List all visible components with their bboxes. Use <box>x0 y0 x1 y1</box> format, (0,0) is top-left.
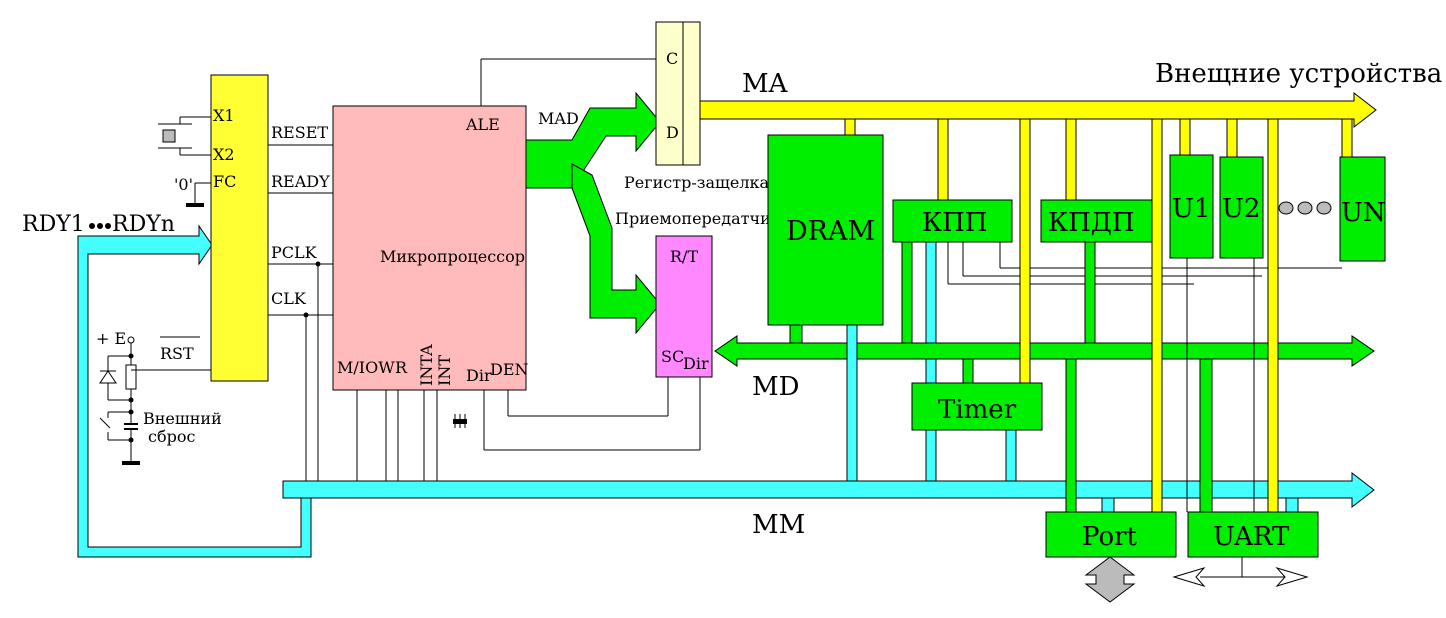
un-label: UN <box>1341 198 1386 228</box>
cpu-r-label: R <box>395 358 408 377</box>
ready-label: READY <box>271 172 330 191</box>
cpu-miow-label: M/IOW <box>337 358 395 377</box>
ext-reset-label-2: сброс <box>148 427 195 446</box>
uart-serial-arrows <box>1172 557 1309 587</box>
reset-junction-1 <box>128 353 134 359</box>
dram-label: DRAM <box>786 216 875 247</box>
u1-block <box>1169 154 1214 259</box>
kpdp-block <box>1040 199 1153 243</box>
crystal-icon <box>158 116 211 156</box>
port-block <box>1045 511 1177 558</box>
rdy-dots-icon <box>89 223 111 229</box>
clk-label: CLK <box>271 289 307 308</box>
device-interconnect-lines <box>947 242 1342 512</box>
cpu-ale-label: ALE <box>465 115 500 134</box>
rdy-feedback-path <box>77 224 312 558</box>
port-label: Port <box>1082 522 1138 552</box>
cpu-control-lines <box>356 58 701 481</box>
mad-bus <box>525 91 661 335</box>
transceiver-rt-label: R/T <box>670 247 698 266</box>
clock-generator-block <box>210 74 269 382</box>
cpu-block <box>332 105 527 391</box>
pclk-label: PCLK <box>271 243 318 262</box>
clock-x2-label: X2 <box>213 145 235 164</box>
cpu-int-label: INT <box>435 355 454 386</box>
md-stubs <box>789 241 1213 513</box>
kpp-block <box>892 199 1013 243</box>
reset-junction-2 <box>128 397 134 403</box>
fc-ground-icon <box>186 182 211 207</box>
clock-fc-label: FC <box>213 172 236 191</box>
mad-label: MAD <box>538 109 579 128</box>
pclk-junction <box>315 261 321 267</box>
kpdp-label: КПДП <box>1048 208 1135 238</box>
latch-block <box>655 21 701 166</box>
rdyn-label: RDYn <box>112 212 175 237</box>
external-devices-label: Внещние устройства <box>1155 59 1442 89</box>
uart-label: UART <box>1213 522 1290 552</box>
mm-label: MM <box>752 510 805 540</box>
reset-junction-3 <box>128 409 134 415</box>
transceiver-label: Приемопередатчик <box>615 209 781 228</box>
cpu-label: Микропроцессор <box>380 247 525 266</box>
md-label: MD <box>752 372 799 402</box>
ma-label: MA <box>742 69 789 99</box>
kpp-label: КПП <box>922 208 987 238</box>
transceiver-dir-label: Dir <box>683 354 709 373</box>
ma-bus-arrow <box>699 91 1377 129</box>
cpu-den-label: DEN <box>490 360 529 379</box>
ma-stubs <box>844 118 1353 513</box>
latch-c-label: C <box>666 49 678 68</box>
cpu-inta-label: INTA <box>417 344 436 386</box>
reset-circuit-icon <box>99 336 211 462</box>
timer-block <box>911 382 1043 431</box>
reset-label: RESET <box>271 123 328 142</box>
latch-label: Регистр-защелка <box>624 173 770 192</box>
u1-label: U1 <box>1172 194 1210 224</box>
cpu-dir-label: Dir <box>466 366 492 385</box>
clock-to-cpu-lines <box>268 144 333 481</box>
transceiver-block <box>655 235 713 378</box>
mm-bus-arrow <box>282 471 1375 509</box>
ext-reset-label-1: Внешний <box>143 409 222 428</box>
clock-x1-label: X1 <box>213 106 235 125</box>
rst-label: RST <box>160 344 194 363</box>
reset-junction-4 <box>128 437 134 443</box>
more-devices-dots-icon <box>1278 201 1332 215</box>
u2-label: U2 <box>1222 194 1260 224</box>
un-block <box>1339 156 1386 262</box>
u2-block <box>1219 156 1264 259</box>
dram-block <box>767 134 884 326</box>
jumper-lines <box>454 414 466 428</box>
timer-label: Timer <box>938 395 1017 425</box>
latch-d-label: D <box>666 123 679 142</box>
clk-junction <box>303 312 309 318</box>
uart-block <box>1187 511 1319 558</box>
zero-label: '0' <box>174 175 193 194</box>
transceiver-sc-label: SC <box>661 347 684 366</box>
port-io-arrow <box>1084 556 1136 603</box>
plus-e-label: + E <box>96 329 126 348</box>
rdy1-label: RDY1 <box>22 212 85 237</box>
